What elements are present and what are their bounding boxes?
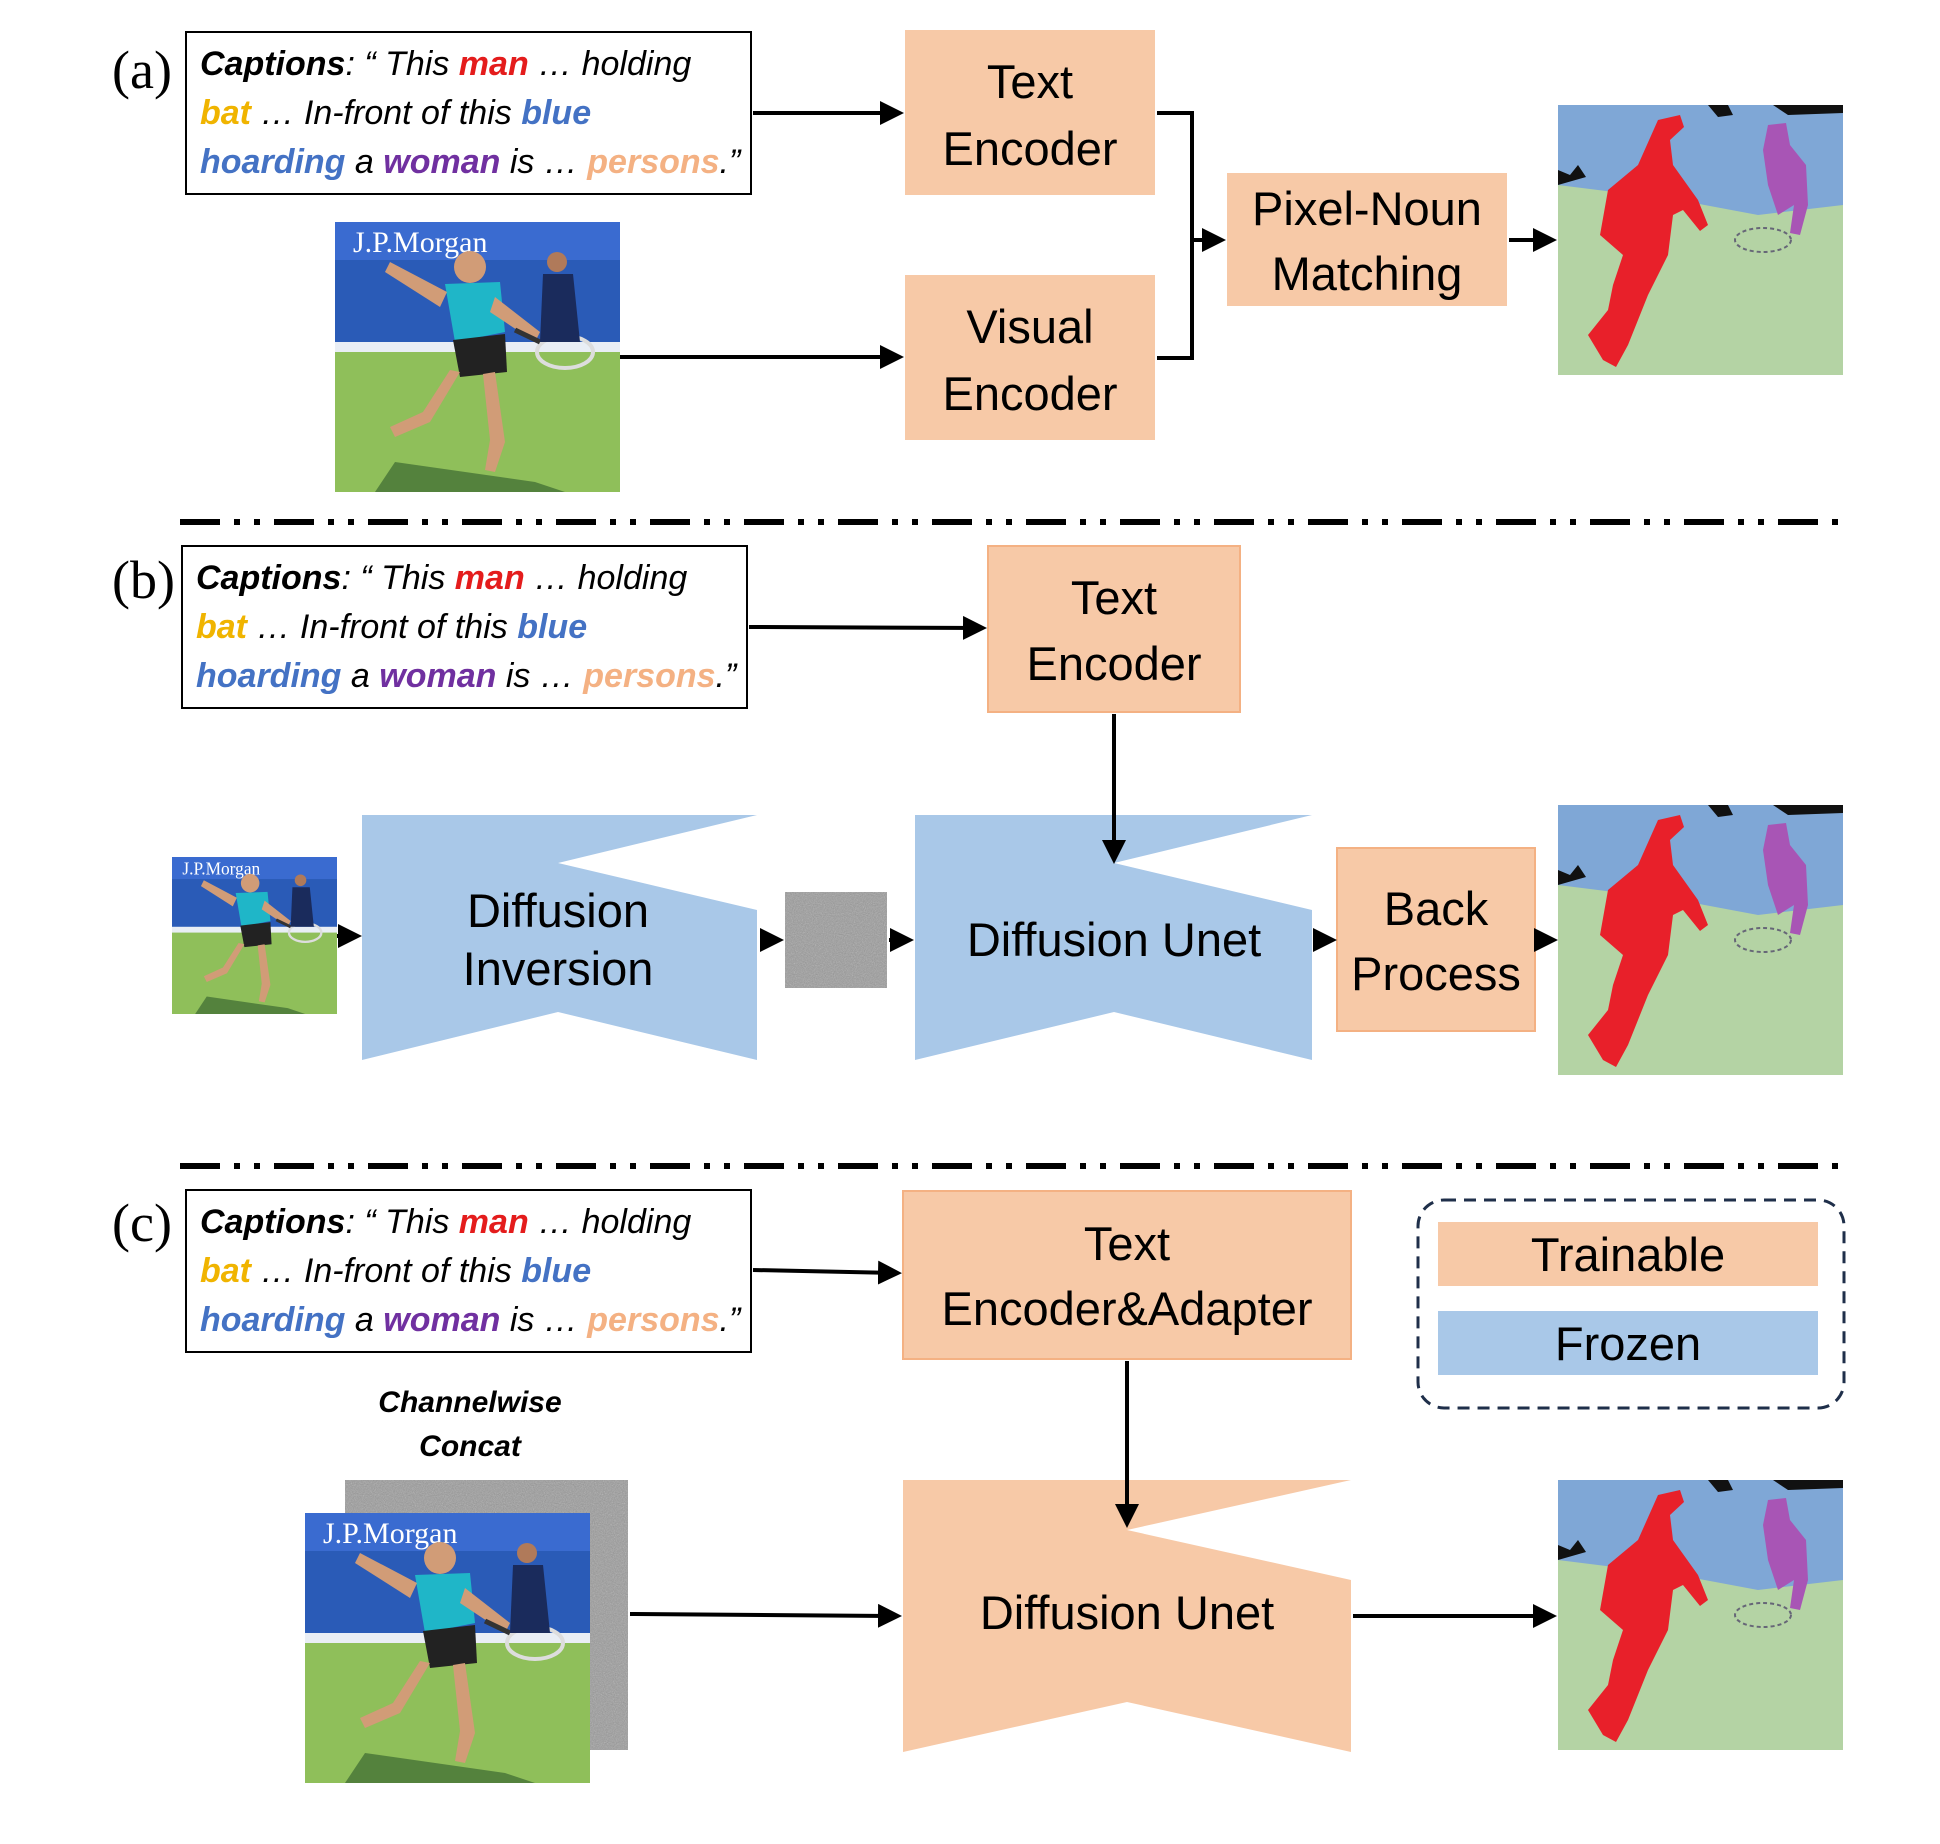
tennis-player-photo-icon [335,222,620,492]
caption-box [185,1189,752,1353]
visual-encoder-line-2: Encoder [942,367,1117,420]
merge-bracket [1157,111,1194,360]
segmentation-map-icon [1558,1480,1843,1750]
arrow-caption-to-text-encoder [748,615,987,640]
pixel-noun-line-1: Pixel-Noun [1252,182,1482,235]
caption-line-2: bat … In-front of this blue [196,608,587,646]
diffusion-unet-shape [915,815,1312,1060]
legend-frozen-swatch [1438,1311,1818,1375]
caption-line-3: hoarding a woman is … persons.” [196,657,738,695]
text-encoder-line-2: Encoder [942,122,1117,175]
caption-line-2: bat … In-front of this blue [200,94,591,132]
panel-b-caption: Captions: “ This man … holding bat … In-… [181,545,748,709]
segmentation-map-icon [1558,805,1843,1075]
back-process-box [1336,847,1536,1032]
panel-c-label: (c) [112,1193,172,1253]
text-encoder-box [905,30,1155,195]
text-encoder-line-1: Text [987,55,1073,108]
segmentation-map-icon [1558,105,1843,375]
caption-box [185,31,752,195]
pixel-noun-matching-box [1227,173,1507,306]
back-process-line-1: Back [1384,882,1489,935]
channelwise-concat-line-2: Concat [419,1430,523,1463]
panel-a-caption: Captions: “ This man … holding bat … In-… [185,31,752,195]
caption-line-3: hoarding a woman is … persons.” [200,1301,742,1339]
visual-encoder-line-1: Visual [966,300,1093,353]
pixel-noun-line-2: Matching [1272,247,1463,300]
panel-c-caption: Captions: “ This man … holding bat … In-… [185,1189,752,1353]
caption-line-2: bat … In-front of this blue [200,1252,591,1290]
legend: Trainable Frozen [1416,1198,1846,1410]
back-process-line-2: Process [1351,947,1521,1000]
diffusion-unet-label: Diffusion Unet [980,1586,1274,1639]
panel-c-arrows [629,1260,1557,1628]
legend-frozen-label: Frozen [1555,1317,1701,1370]
arrow-input-to-unet [629,1603,902,1628]
diffusion-unet-shape [903,1480,1351,1752]
text-encoder-box [987,545,1241,713]
text-encoder-adapter-line-2: Encoder&Adapter [941,1282,1312,1335]
legend-trainable-swatch [1438,1222,1818,1286]
diffusion-unet-label: Diffusion Unet [967,913,1261,966]
text-encoder-line-2: Encoder [1026,637,1201,690]
caption-line-1: Captions: “ This man … holding [196,559,687,597]
diffusion-inversion-line-2: Inversion [463,942,654,995]
caption-box [181,545,748,709]
noise-texture [785,892,887,988]
arrow-caption-to-text-encoder [752,1260,902,1285]
text-encoder-line-1: Text [1071,571,1157,624]
caption-line-1: Captions: “ This man … holding [200,45,691,83]
panel-a-arrows [620,101,1557,369]
legend-trainable-label: Trainable [1531,1228,1725,1281]
text-encoder-adapter-box [902,1190,1352,1360]
caption-line-1: Captions: “ This man … holding [200,1203,691,1241]
tennis-player-photo-icon [172,857,337,1014]
panel-b-label: (b) [112,550,175,610]
diffusion-inversion-shape [362,815,757,1060]
text-encoder-adapter-line-1: Text [1084,1217,1170,1270]
legend-frame [1416,1198,1846,1410]
panel-b-arrows [337,615,1558,952]
channelwise-concat-line-1: Channelwise [378,1386,561,1419]
tennis-player-photo-icon [305,1513,590,1783]
diffusion-inversion-line-1: Diffusion [467,884,649,937]
visual-encoder-box [905,275,1155,440]
panel-a-label: (a) [112,40,172,100]
caption-line-3: hoarding a woman is … persons.” [200,143,742,181]
